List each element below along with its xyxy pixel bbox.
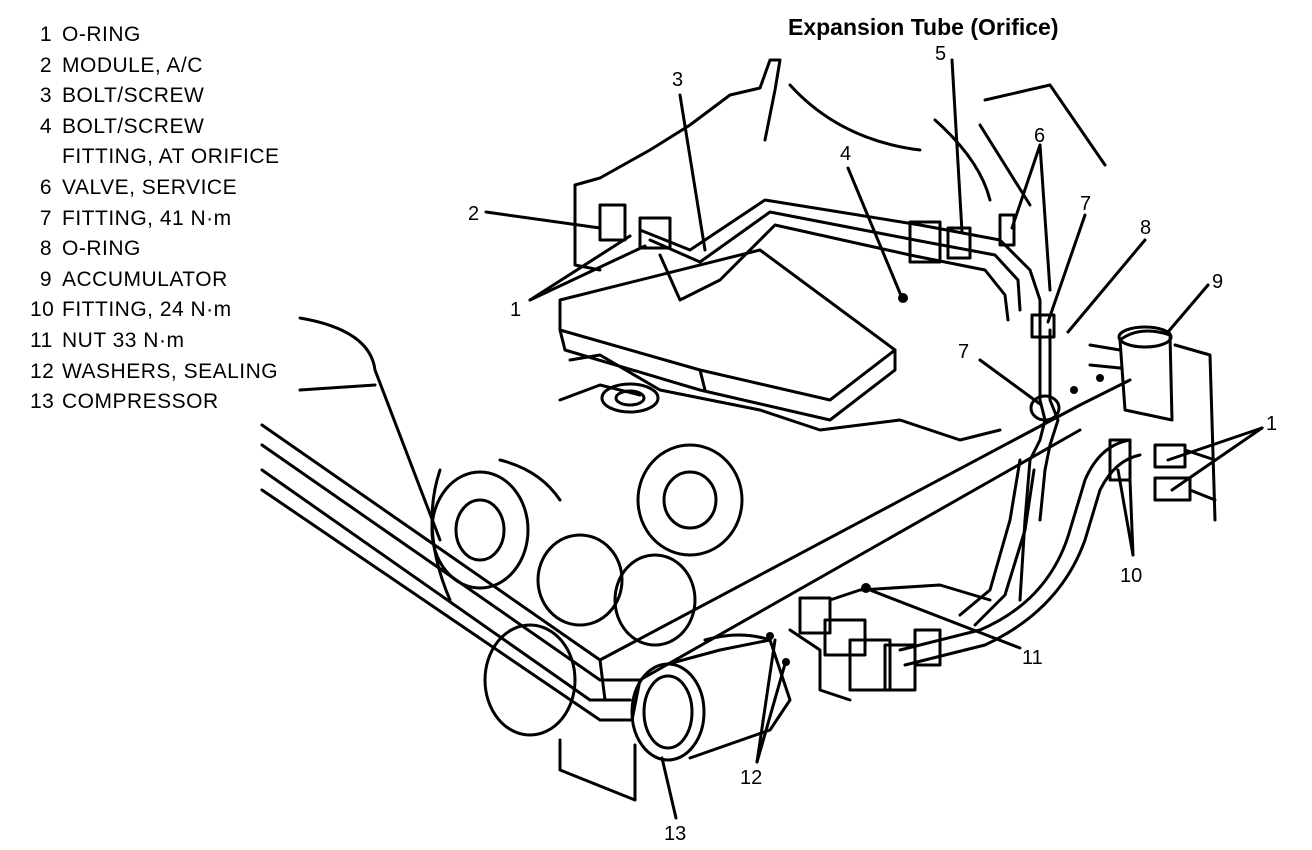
engine-front: [568, 353, 1002, 442]
line-upper-3: [658, 223, 1010, 322]
legend-item: 13 COMPRESSOR: [30, 387, 280, 418]
legend-text: FITTING, 41 N·m: [62, 206, 232, 230]
line-upper-2: [648, 210, 1022, 312]
leader-7-mid: [978, 358, 1042, 406]
legend-item: 12 WASHERS, SEALING: [30, 357, 280, 388]
legend-number: 1: [39, 23, 52, 46]
leader-1-right-b: [1170, 426, 1264, 492]
callout-6: 6: [1034, 125, 1045, 147]
legend-item: 6 VALVE, SERVICE: [30, 173, 280, 204]
hood-lines: [978, 83, 1107, 207]
callout-10: 10: [1120, 565, 1142, 587]
callout-1-left: 1: [510, 299, 521, 321]
legend-text: COMPRESSOR: [62, 390, 219, 414]
legend-text: NUT 33 N·m: [62, 328, 185, 352]
legend-item: 9 ACCUMULATOR: [30, 265, 280, 296]
callout-3: 3: [672, 69, 683, 91]
hose-1: [898, 438, 1132, 652]
callout-7-mid: 7: [958, 341, 969, 363]
leader-10b: [1128, 478, 1135, 557]
leader-4: [846, 166, 904, 300]
leader-13: [660, 756, 678, 820]
legend-number: 10: [30, 298, 55, 322]
legend-number: 11: [30, 328, 53, 352]
pulley-1: [430, 470, 530, 590]
legend-item: 7 FITTING, 41 N·m: [30, 204, 280, 235]
legend-text: O-RING: [62, 237, 141, 261]
callout-2: 2: [468, 203, 479, 225]
leader-9: [1166, 283, 1210, 334]
leader-10a: [1116, 468, 1135, 557]
legend-text: BOLT/SCREW: [62, 114, 205, 138]
legend-text: FITTING, 24 N·m: [62, 298, 232, 322]
leader-3: [678, 93, 707, 252]
leader-1-right-a: [1166, 426, 1264, 462]
leader-6a: [1010, 143, 1042, 230]
callout-13: 13: [664, 823, 686, 845]
legend-text: WASHERS, SEALING: [62, 359, 279, 383]
legend-item: 10 FITTING, 24 N·m: [30, 295, 280, 326]
compressor-body: [666, 638, 792, 760]
legend-text: ACCUMULATOR: [62, 267, 228, 291]
legend-item: 11 NUT 33 N·m: [30, 326, 280, 357]
frame-rail-lower: [260, 428, 1082, 682]
legend-item: FITTING, AT ORIFICE: [30, 142, 280, 173]
legend-text: O-RING: [62, 23, 141, 46]
hose-2: [903, 453, 1142, 667]
leader-1-left-b: [528, 244, 647, 302]
legend-number: 13: [30, 390, 55, 414]
leader-12b: [755, 662, 787, 764]
legend-text: BOLT/SCREW: [62, 84, 205, 108]
legend-item: 3 BOLT/SCREW: [30, 81, 280, 112]
left-fender: [298, 316, 442, 542]
legend-number: 6: [39, 175, 52, 199]
callout-4: 4: [840, 143, 851, 165]
callout-9: 9: [1212, 271, 1223, 293]
leader-1-left-a: [528, 234, 632, 302]
leader-11: [868, 588, 1022, 650]
legend-number: 9: [39, 267, 52, 291]
callout-11: 11: [1022, 647, 1043, 669]
legend-text: VALVE, SERVICE: [62, 175, 238, 199]
legend-number: 3: [39, 84, 52, 108]
legend-number: 7: [39, 206, 52, 230]
callout-7-top: 7: [1080, 193, 1091, 215]
accumulator: [1118, 329, 1174, 422]
legend-item: 2 MODULE, A/C: [30, 51, 280, 82]
leader-8: [1066, 238, 1147, 334]
pulley-3: [536, 533, 624, 627]
leader-2: [484, 210, 602, 230]
frame-rail-upper: [260, 378, 1132, 662]
legend-item: 1 O-RING: [30, 20, 280, 51]
callout-12: 12: [740, 767, 762, 789]
legend-item: 4 BOLT/SCREW: [30, 112, 280, 143]
legend-text: FITTING, AT ORIFICE: [62, 145, 280, 169]
legend-number: 2: [39, 53, 52, 77]
callout-5: 5: [935, 43, 946, 65]
legend-number: 4: [39, 114, 52, 138]
leader-6b: [1038, 143, 1052, 292]
callout-1-right: 1: [1266, 413, 1277, 435]
leader-12a: [755, 638, 777, 764]
leader-7-top: [1046, 213, 1087, 324]
legend-item: 8 O-RING: [30, 234, 280, 265]
legend-number: 8: [39, 237, 52, 261]
engine-upper-outline: [573, 58, 782, 272]
pulley-2: [636, 443, 744, 557]
leader-5: [950, 58, 964, 234]
line-vertical: [1018, 328, 1047, 602]
hose-3: [958, 458, 1022, 617]
callout-8: 8: [1140, 217, 1151, 239]
diagram-title: Expansion Tube (Orifice): [788, 14, 1059, 40]
pulley-5: [483, 623, 577, 737]
legend-text: MODULE, A/C: [62, 53, 203, 77]
air-cleaner-arc: [788, 83, 992, 202]
pulley-4: [613, 553, 697, 647]
legend-number: 12: [30, 359, 55, 383]
